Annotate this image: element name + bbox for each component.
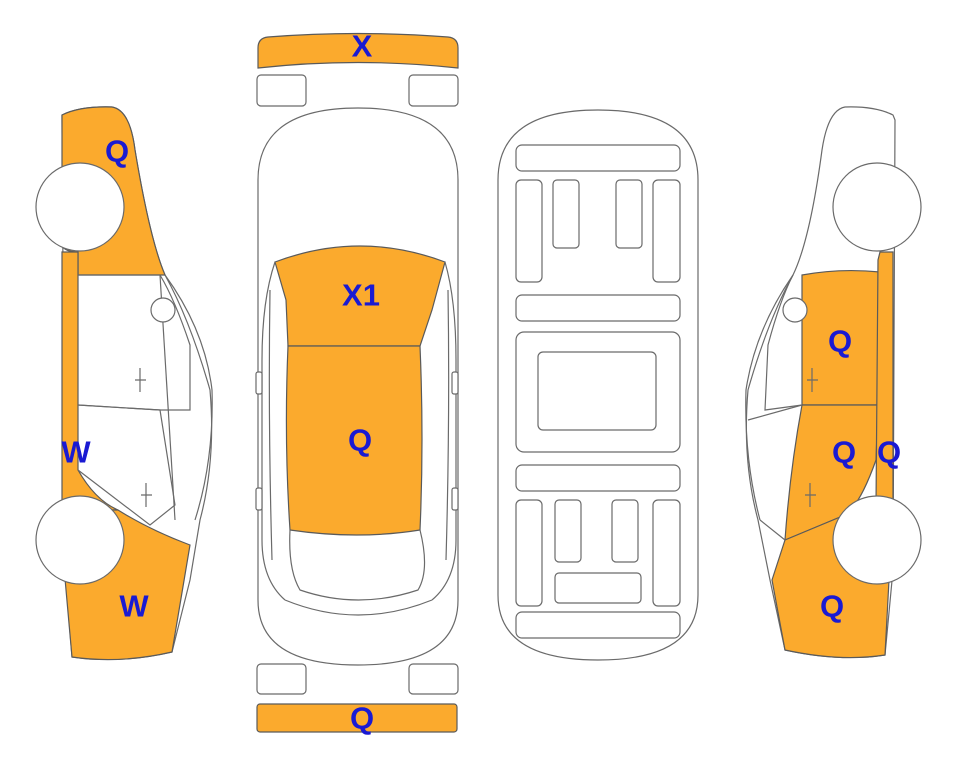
- right-mirror: [451, 371, 459, 395]
- front-bumper-group: X: [256, 29, 459, 107]
- under-panel-8: [537, 351, 657, 431]
- left-a-pillar-line: [261, 261, 286, 601]
- right-rear-quarter-code-label: Q: [820, 589, 844, 624]
- right-side-view: Q Q Q Q: [745, 106, 922, 659]
- rear-bumper-group: Q: [256, 663, 459, 736]
- left-door-handle-front: [135, 368, 146, 392]
- left-door-handle-rear: [141, 483, 152, 507]
- front-bumper-panel[interactable]: [257, 32, 459, 69]
- right-front-door-code-label: Q: [828, 324, 852, 359]
- under-panel-6: [515, 294, 681, 322]
- hood-code-label: X1: [342, 278, 380, 313]
- right-door-line: [445, 289, 450, 561]
- right-front-wheel: [832, 162, 922, 252]
- right-a-pillar-line: [431, 261, 457, 601]
- left-front-fender-code-label: Q: [105, 134, 129, 169]
- right-mirror: [782, 297, 808, 323]
- right-handle: [451, 487, 459, 511]
- under-panel-10: [515, 499, 543, 607]
- roof-panel[interactable]: [285, 345, 423, 536]
- underside-view: [497, 109, 699, 661]
- right-window-line: [747, 404, 803, 541]
- under-panel-1: [515, 144, 681, 172]
- left-rear-wheel: [35, 495, 125, 585]
- right-taillight: [408, 663, 459, 695]
- rear-bumper-code-label: Q: [350, 701, 374, 736]
- left-front-window: [77, 274, 191, 411]
- rear-window-line: [289, 529, 426, 601]
- under-panel-5: [652, 179, 681, 283]
- under-panel-9: [515, 464, 681, 492]
- under-panel-14: [554, 572, 642, 604]
- right-roof-line: [745, 274, 794, 521]
- left-side-view: Q W W: [35, 106, 213, 661]
- front-bumper-code-label: X: [352, 29, 373, 64]
- left-rear-window: [77, 404, 176, 526]
- roof-code-label: Q: [348, 423, 372, 458]
- right-headlight: [408, 74, 459, 107]
- left-roof-line: [164, 274, 213, 521]
- right-rear-door-code-label: Q: [832, 435, 856, 470]
- left-mirror: [255, 371, 263, 395]
- under-panel-13: [652, 499, 681, 607]
- under-panel-12: [611, 499, 639, 563]
- right-door-handle-front: [807, 368, 818, 392]
- under-panel-2: [515, 179, 543, 283]
- right-door-handle-rear: [805, 483, 816, 507]
- rear-bumper-panel[interactable]: [256, 703, 458, 733]
- left-rear-quarter-code-label: W: [119, 589, 149, 624]
- right-front-window: [764, 274, 803, 411]
- right-rear-wheel: [832, 495, 922, 585]
- left-front-wheel: [35, 162, 125, 252]
- left-headlight: [256, 74, 307, 107]
- left-handle: [255, 487, 263, 511]
- under-panel-4: [615, 179, 643, 249]
- top-view: X1 Q: [255, 107, 459, 666]
- left-mirror: [150, 297, 176, 323]
- right-rocker-code-label: Q: [877, 435, 901, 470]
- under-panel-15: [515, 611, 681, 639]
- hood-panel[interactable]: [274, 245, 446, 347]
- trunk-line: [284, 599, 433, 616]
- under-panel-3: [552, 179, 580, 249]
- left-rocker-code-label: W: [61, 435, 91, 470]
- left-taillight: [256, 663, 307, 695]
- left-door-line: [268, 289, 273, 561]
- under-panel-11: [554, 499, 582, 563]
